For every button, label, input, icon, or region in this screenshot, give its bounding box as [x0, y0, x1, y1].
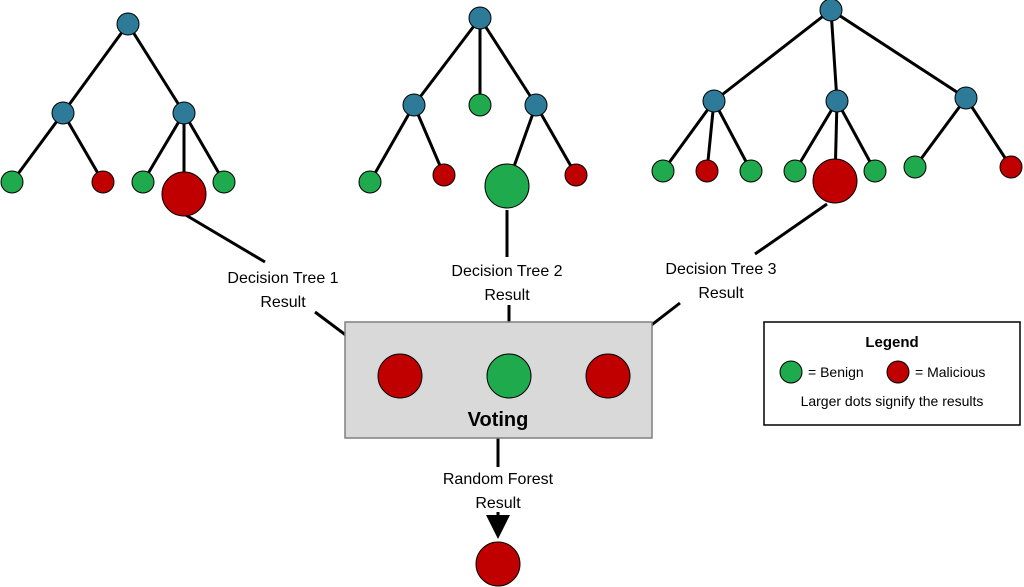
tree3-edge — [835, 100, 877, 172]
tree2-leaf-malicious — [432, 163, 456, 187]
tree2-edge — [368, 104, 416, 183]
legend-title: Legend — [865, 334, 918, 351]
voting-box: Voting — [344, 321, 653, 439]
rf-label-line2: Result — [475, 495, 521, 512]
tree1-result-connector — [183, 212, 266, 264]
tree1-edge — [10, 112, 65, 183]
legend: Legend = Benign = Malicious Larger dots … — [763, 321, 1021, 426]
tree2-label-line1: Decision Tree 2 — [451, 263, 562, 280]
tree2-leaf-malicious — [564, 163, 588, 187]
tree2-leaf-benign — [468, 93, 492, 117]
tree1-label-line1: Decision Tree 1 — [227, 270, 338, 287]
tree3-leaf-malicious — [999, 155, 1023, 179]
tree1-edge — [126, 23, 186, 114]
voting-title: Voting — [468, 409, 529, 431]
tree3-leaf-benign — [651, 159, 675, 183]
tree2-edge — [534, 104, 578, 176]
decision-trees — [0, 0, 1023, 217]
tree3-internal-node — [825, 89, 849, 113]
tree1-result-dot — [161, 171, 207, 217]
tree3-edge — [713, 8, 832, 103]
tree3-edge — [829, 9, 839, 102]
tree2-internal-node — [402, 93, 426, 117]
tree1-label: Decision Tree 1 Result — [227, 270, 338, 311]
tree3-result-connector — [754, 202, 828, 256]
tree3-root-node — [819, 0, 843, 22]
tree1-edge — [61, 23, 130, 114]
legend-note: Larger dots signify the results — [801, 393, 984, 409]
rf-label-line1: Random Forest — [443, 471, 554, 488]
tree2-leaf-benign — [358, 170, 382, 194]
tree3-label-line2: Result — [698, 285, 744, 302]
tree3-edge — [712, 100, 753, 172]
tree1-root-node — [116, 12, 140, 36]
tree2-edge — [478, 17, 538, 106]
tree2-edge — [412, 104, 446, 176]
random-forest-result-dot — [475, 541, 521, 587]
legend-malicious-label: = Malicious — [915, 364, 985, 380]
tree2-internal-node — [524, 93, 548, 117]
legend-malicious-dot — [886, 360, 910, 384]
tree1-edge — [182, 112, 226, 183]
tree1-leaf-benign — [212, 170, 236, 194]
tree3-edge — [913, 97, 968, 168]
tree2-result-dot — [484, 163, 530, 209]
vote-dot-tree2 — [486, 353, 532, 399]
tree1-leaf-malicious — [91, 170, 115, 194]
tree3-internal-node — [702, 89, 726, 113]
tree3-edge — [830, 8, 967, 100]
tree1-leaf-benign — [0, 170, 24, 194]
tree3-leaf-benign — [783, 159, 807, 183]
tree3-leaf-benign — [739, 159, 763, 183]
tree3-edge — [793, 100, 839, 172]
tree2-label-line2: Result — [484, 287, 530, 304]
tree3-result-dot — [812, 158, 858, 204]
tree1-edge — [141, 112, 186, 183]
tree3-leaf-malicious — [695, 159, 719, 183]
tree1-leaf-benign — [131, 170, 155, 194]
tree3-label: Decision Tree 3 Result — [665, 261, 776, 302]
vote-dot-tree3 — [585, 353, 631, 399]
tree2-edge — [412, 17, 482, 106]
tree3-internal-node — [954, 86, 978, 110]
vote-dot-tree1 — [377, 353, 423, 399]
tree1-internal-node — [172, 101, 196, 125]
tree3-label-line1: Decision Tree 3 — [665, 261, 776, 278]
tree3-edge — [661, 100, 716, 172]
tree1-label-line2: Result — [260, 294, 306, 311]
tree3-edge — [964, 97, 1013, 168]
tree1-internal-node — [51, 101, 75, 125]
random-forest-label: Random Forest Result — [443, 471, 554, 512]
tree1-edge — [61, 112, 105, 183]
legend-benign-label: = Benign — [808, 364, 864, 380]
tree2-root-node — [468, 6, 492, 30]
tree3-leaf-benign — [903, 155, 927, 179]
tree3-leaf-benign — [863, 159, 887, 183]
tree3-edge — [705, 100, 716, 172]
legend-benign-dot — [779, 360, 803, 384]
tree2-label: Decision Tree 2 Result — [451, 263, 562, 304]
